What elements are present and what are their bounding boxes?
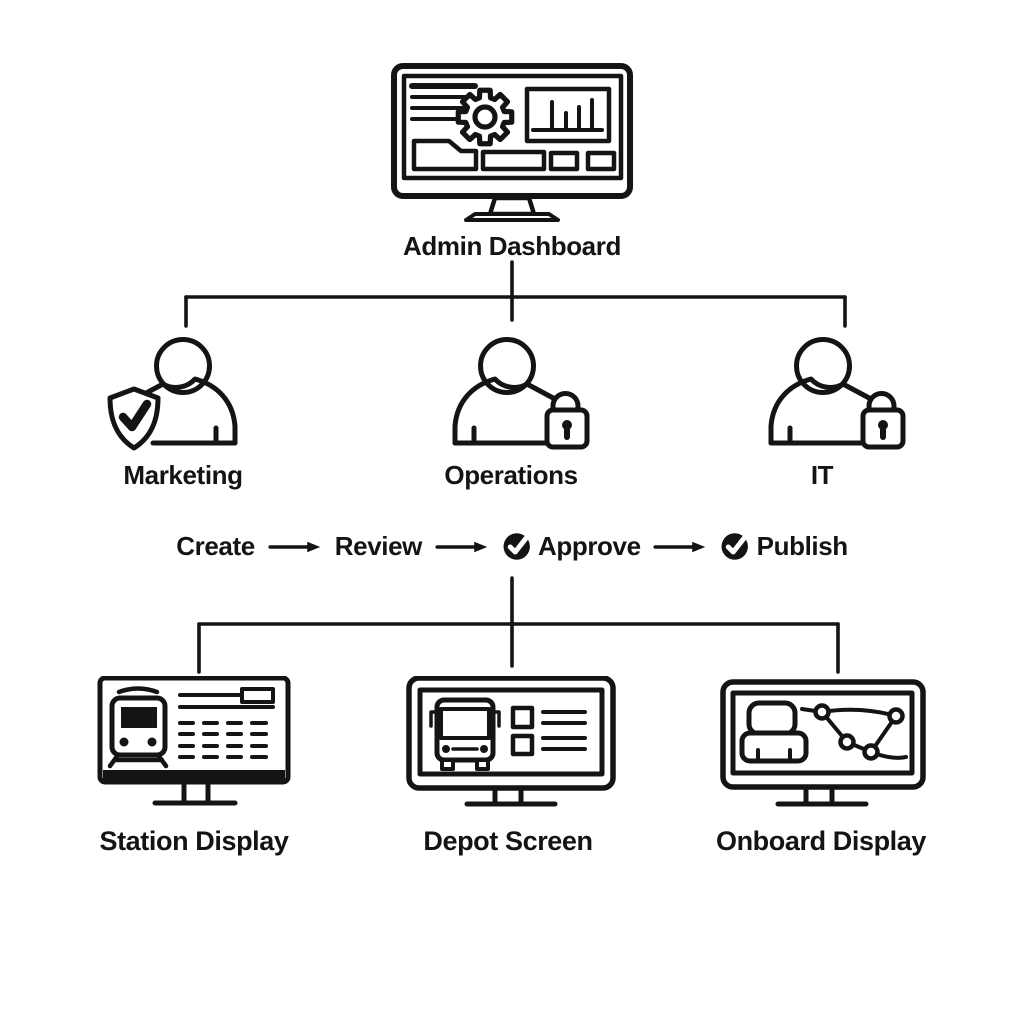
workflow-step-create: Create <box>176 531 255 562</box>
user-icon <box>452 337 558 446</box>
display-label-station: Station Display <box>99 826 289 856</box>
monitor-stand <box>464 785 558 807</box>
monitor-stand <box>775 784 869 807</box>
monitor-chin <box>103 770 285 780</box>
admin-label: Admin Dashboard <box>403 231 621 261</box>
connector-roles-drops <box>184 295 847 328</box>
lock-icon <box>544 391 590 450</box>
check-circle-icon <box>503 533 530 560</box>
folder-panel-icon <box>411 138 479 172</box>
lock-icon <box>860 391 906 450</box>
monitor-screen <box>417 687 605 777</box>
user-it-icon <box>768 337 906 450</box>
role-label-marketing: Marketing <box>123 460 243 490</box>
monitor-screen <box>730 690 915 776</box>
train-icon <box>107 686 169 769</box>
role-label-it: IT <box>810 460 834 490</box>
display-label-onboard: Onboard Display <box>715 826 927 856</box>
monitor-screen <box>401 73 624 181</box>
user-icon <box>132 337 238 446</box>
checklist-icon <box>510 705 587 757</box>
workflow-step-publish: Publish <box>721 531 848 562</box>
seat-icon <box>739 700 809 764</box>
workflow-step-label: Approve <box>537 531 641 561</box>
user-operations-icon <box>452 337 590 450</box>
arrow-right-icon <box>653 541 706 552</box>
display-label-depot: Depot Screen <box>423 826 593 856</box>
seat-route-monitor-icon <box>720 679 926 807</box>
user-marketing-icon <box>107 337 238 451</box>
gear-icon <box>455 87 515 147</box>
monitor-stand <box>464 195 560 222</box>
arrow-right-icon <box>435 541 487 552</box>
small-tile-1 <box>548 150 580 172</box>
connector-displays-drops <box>197 622 840 674</box>
shield-check-icon <box>107 386 161 451</box>
workflow-step-label: Publish <box>756 531 849 561</box>
check-circle-icon <box>721 533 749 560</box>
role-label-operations: Operations <box>444 460 578 490</box>
bus-monitor-icon <box>406 676 616 807</box>
arrow-right-icon <box>267 541 320 552</box>
bar-chart-icon <box>524 86 612 144</box>
workflow-row: Create Review Approve <box>176 531 848 562</box>
small-tile-2 <box>585 150 617 172</box>
workflow-step-label: Review <box>334 531 423 561</box>
workflow-step-approve: Approve <box>502 531 641 562</box>
route-map-icon <box>800 703 908 761</box>
user-icon <box>768 337 874 446</box>
monitor-stand <box>152 779 238 806</box>
train-monitor-icon <box>97 676 291 806</box>
wide-tile <box>480 149 547 172</box>
timetable-icon <box>178 687 275 759</box>
bus-icon <box>429 697 501 771</box>
workflow-step-label: Create <box>176 531 255 561</box>
workflow-step-review: Review <box>334 531 423 562</box>
dashboard-monitor-icon <box>391 63 633 222</box>
